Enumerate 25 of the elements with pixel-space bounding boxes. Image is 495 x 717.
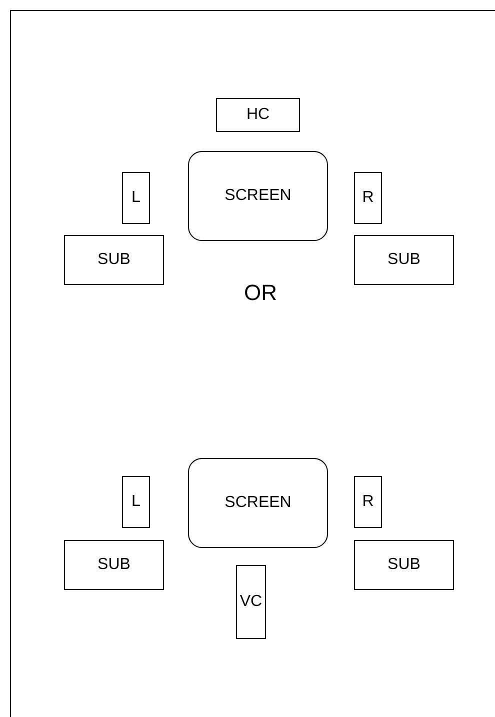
speaker-box	[354, 540, 454, 590]
node-label: R	[362, 189, 374, 207]
speaker-box	[354, 172, 382, 224]
speaker-box	[64, 235, 164, 285]
node-label: SUB	[388, 251, 420, 269]
node-label: HC	[246, 106, 270, 124]
node-label: L	[132, 189, 140, 207]
node-label: SCREEN	[224, 187, 292, 205]
speaker-box	[354, 476, 382, 528]
node-label: SUB	[98, 556, 130, 574]
speaker-box	[216, 98, 300, 132]
separator-text: OR	[244, 280, 277, 306]
speaker-box	[122, 476, 150, 528]
node-label: L	[132, 493, 140, 511]
node-label: SUB	[388, 556, 420, 574]
speaker-box	[236, 565, 266, 639]
speaker-box	[64, 540, 164, 590]
node-label: R	[362, 493, 374, 511]
speaker-box	[122, 172, 150, 224]
node-label: VC	[240, 593, 262, 611]
screen-rounded-box	[188, 458, 328, 548]
node-label: SCREEN	[224, 494, 292, 512]
node-label: SUB	[98, 251, 130, 269]
speaker-box	[354, 235, 454, 285]
screen-rounded-box	[188, 151, 328, 241]
